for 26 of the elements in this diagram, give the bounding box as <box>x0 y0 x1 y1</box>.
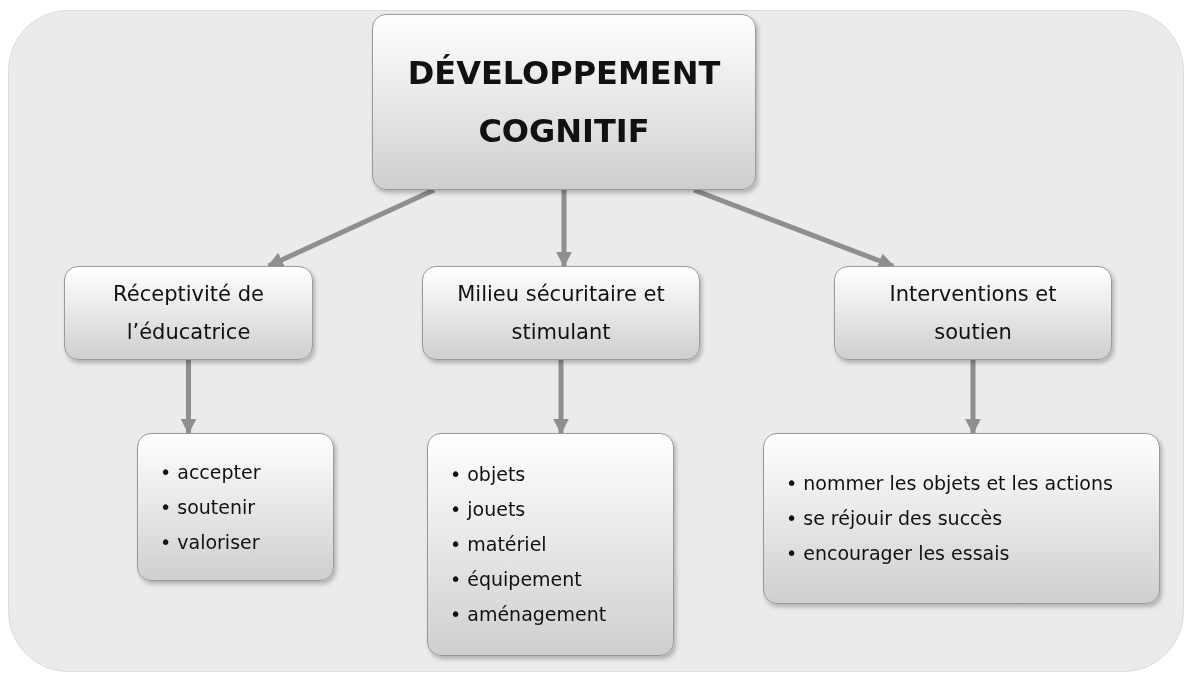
category-label: Milieu sécuritaire et stimulant <box>456 281 666 346</box>
category-box <box>422 266 700 360</box>
category-box <box>834 266 1112 360</box>
list-item: • encourager les essais <box>786 541 1011 566</box>
list-box <box>763 433 1160 604</box>
list-item: • se réjouir des succès <box>786 506 1004 531</box>
category-box <box>64 266 313 360</box>
title-box <box>372 14 756 190</box>
list-box <box>137 433 334 581</box>
arrow <box>180 360 197 435</box>
list-item: • nommer les objets et les actions <box>786 471 1114 496</box>
list-box <box>427 433 674 656</box>
list-item: • objets <box>450 462 527 487</box>
list-item: • aménagement <box>450 602 608 627</box>
main-topic-label: DÉVELOPPEMENT COGNITIF <box>406 53 722 152</box>
arrow <box>556 190 572 268</box>
list-item: • matériel <box>450 532 548 557</box>
arrow <box>965 360 981 435</box>
arrow <box>553 360 569 435</box>
list-item: • équipement <box>450 567 583 592</box>
category-label: Réceptivité de l’éducatrice <box>112 281 265 346</box>
list-item: • valoriser <box>160 529 261 555</box>
list-item: • soutenir <box>160 494 257 520</box>
list-item: • accepter <box>160 459 262 485</box>
category-label: Interventions et soutien <box>888 281 1058 346</box>
list-item: • jouets <box>450 497 527 522</box>
